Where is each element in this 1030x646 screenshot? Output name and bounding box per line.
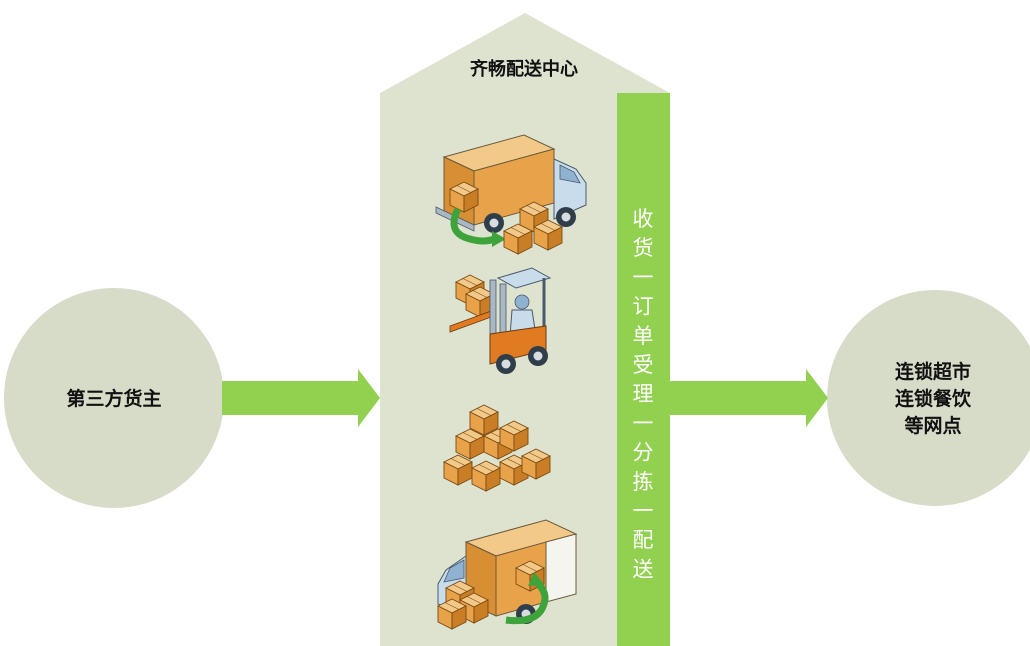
center-title: 齐畅配送中心: [470, 58, 578, 80]
destination-line-2: 连锁餐饮: [895, 387, 972, 410]
source-circle: [4, 288, 224, 508]
forklift-icon: [449, 267, 552, 374]
process-char: 单: [633, 324, 654, 348]
process-char: 一: [633, 499, 654, 523]
truck-loading-icon: [437, 519, 578, 630]
process-char: 订: [633, 295, 654, 319]
inbound-arrow: [222, 369, 380, 427]
process-char: 一: [633, 265, 654, 289]
process-char: 货: [633, 236, 654, 260]
process-char: 拣: [633, 470, 654, 494]
process-char: 一: [633, 411, 654, 435]
process-bar: [617, 93, 670, 646]
destination-line-3: 等网点: [903, 414, 961, 437]
process-char: 配: [633, 528, 654, 552]
destination-circle: [827, 290, 1030, 506]
process-char: 理: [633, 382, 654, 406]
destination-line-1: 连锁超市: [895, 360, 971, 383]
truck-unloading-icon: [435, 134, 587, 255]
process-char: 分: [633, 441, 654, 465]
process-char: 送: [633, 557, 654, 581]
process-char: 收: [633, 207, 654, 231]
process-char: 受: [633, 353, 654, 377]
outbound-arrow: [670, 369, 828, 427]
source-label: 第三方货主: [66, 387, 161, 410]
center-roof: [380, 13, 670, 93]
